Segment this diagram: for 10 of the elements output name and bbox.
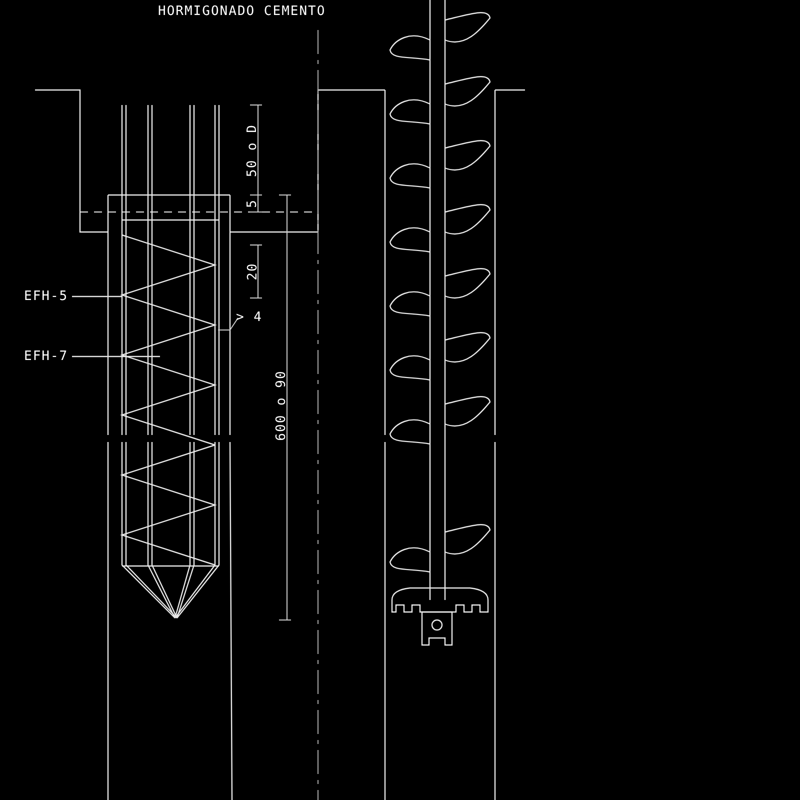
leader-line (72, 356, 160, 358)
dimension-label: 600 o 90 (274, 370, 289, 440)
dimension-label: 20 (244, 262, 260, 280)
leader-line (72, 296, 122, 298)
dimension-label: > 4 (236, 310, 262, 325)
dimension-label: 5 (244, 198, 260, 208)
callout-label: EFH-5 (24, 289, 68, 304)
drawing-title: HORMIGONADO CEMENTO (158, 4, 326, 19)
dimension-label: 50 o D (244, 124, 260, 176)
callout-label: EFH-7 (24, 349, 68, 364)
